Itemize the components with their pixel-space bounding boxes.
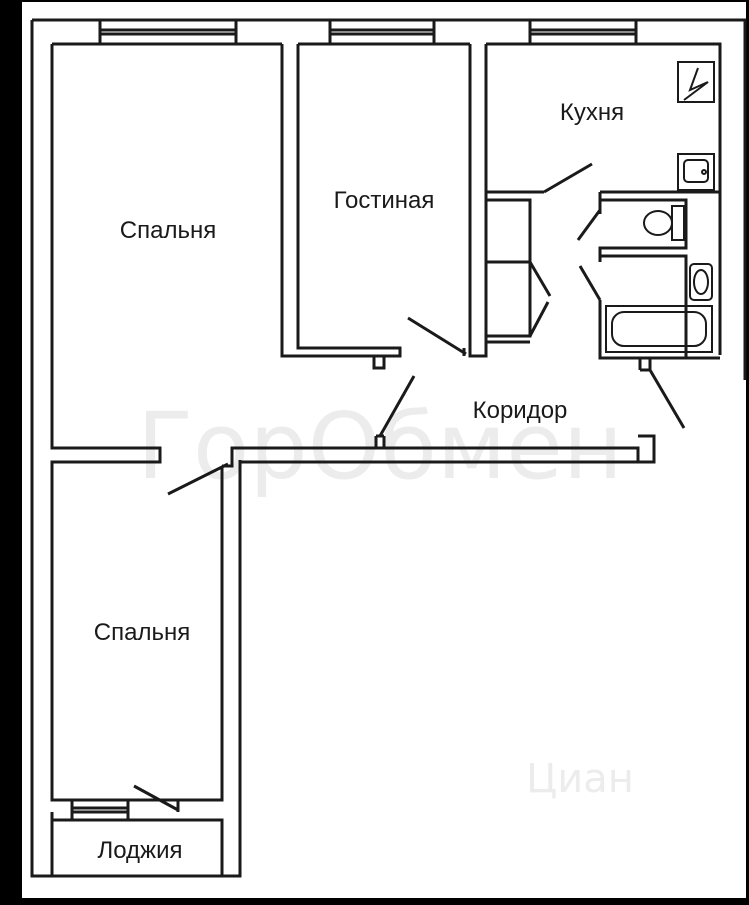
door-corridor-stub [378,375,416,437]
window-loggia [70,798,130,822]
door-loggia [133,784,179,812]
loggia-walls [50,812,224,876]
label-bedroom-bottom: Спальня [94,619,190,646]
label-bedroom-top: Спальня [120,217,216,244]
outer-wall-top [32,18,747,380]
label-corridor: Коридор [473,397,568,424]
watermark-cian: Циан [526,756,634,802]
door-kitchen [543,162,593,194]
door-entrance [648,369,686,429]
window-top-2 [328,18,436,46]
outer-wall-left [30,20,242,878]
fixtures [605,61,715,353]
paper-background [22,2,746,898]
inner-wall-left [50,44,162,802]
window-top-1 [98,18,238,46]
door-living [407,316,467,356]
bathtub-icon [605,305,713,353]
bedroom-bottom-right-wall [176,466,224,812]
door-wc [576,209,602,241]
watermark-corner-text: Циан [526,756,634,802]
walls [30,18,747,878]
living-room-walls [280,44,402,358]
label-loggia: Лоджия [97,837,182,864]
window-top-3 [528,18,638,46]
washbasin-icon [689,263,713,301]
bathroom-walls [598,300,720,360]
stove-icon [677,61,715,103]
door-bedroom-bottom [167,462,229,496]
label-living-room: Гостиная [334,187,435,214]
door-wardrobe-1 [528,261,552,297]
inner-wall-top [52,42,722,355]
toilet-icon [643,205,685,241]
door-wardrobe-2 [528,301,550,337]
doors [133,162,686,812]
door-bath [578,265,602,301]
kitchen-sink-icon [677,153,715,191]
label-kitchen: Кухня [560,99,624,126]
